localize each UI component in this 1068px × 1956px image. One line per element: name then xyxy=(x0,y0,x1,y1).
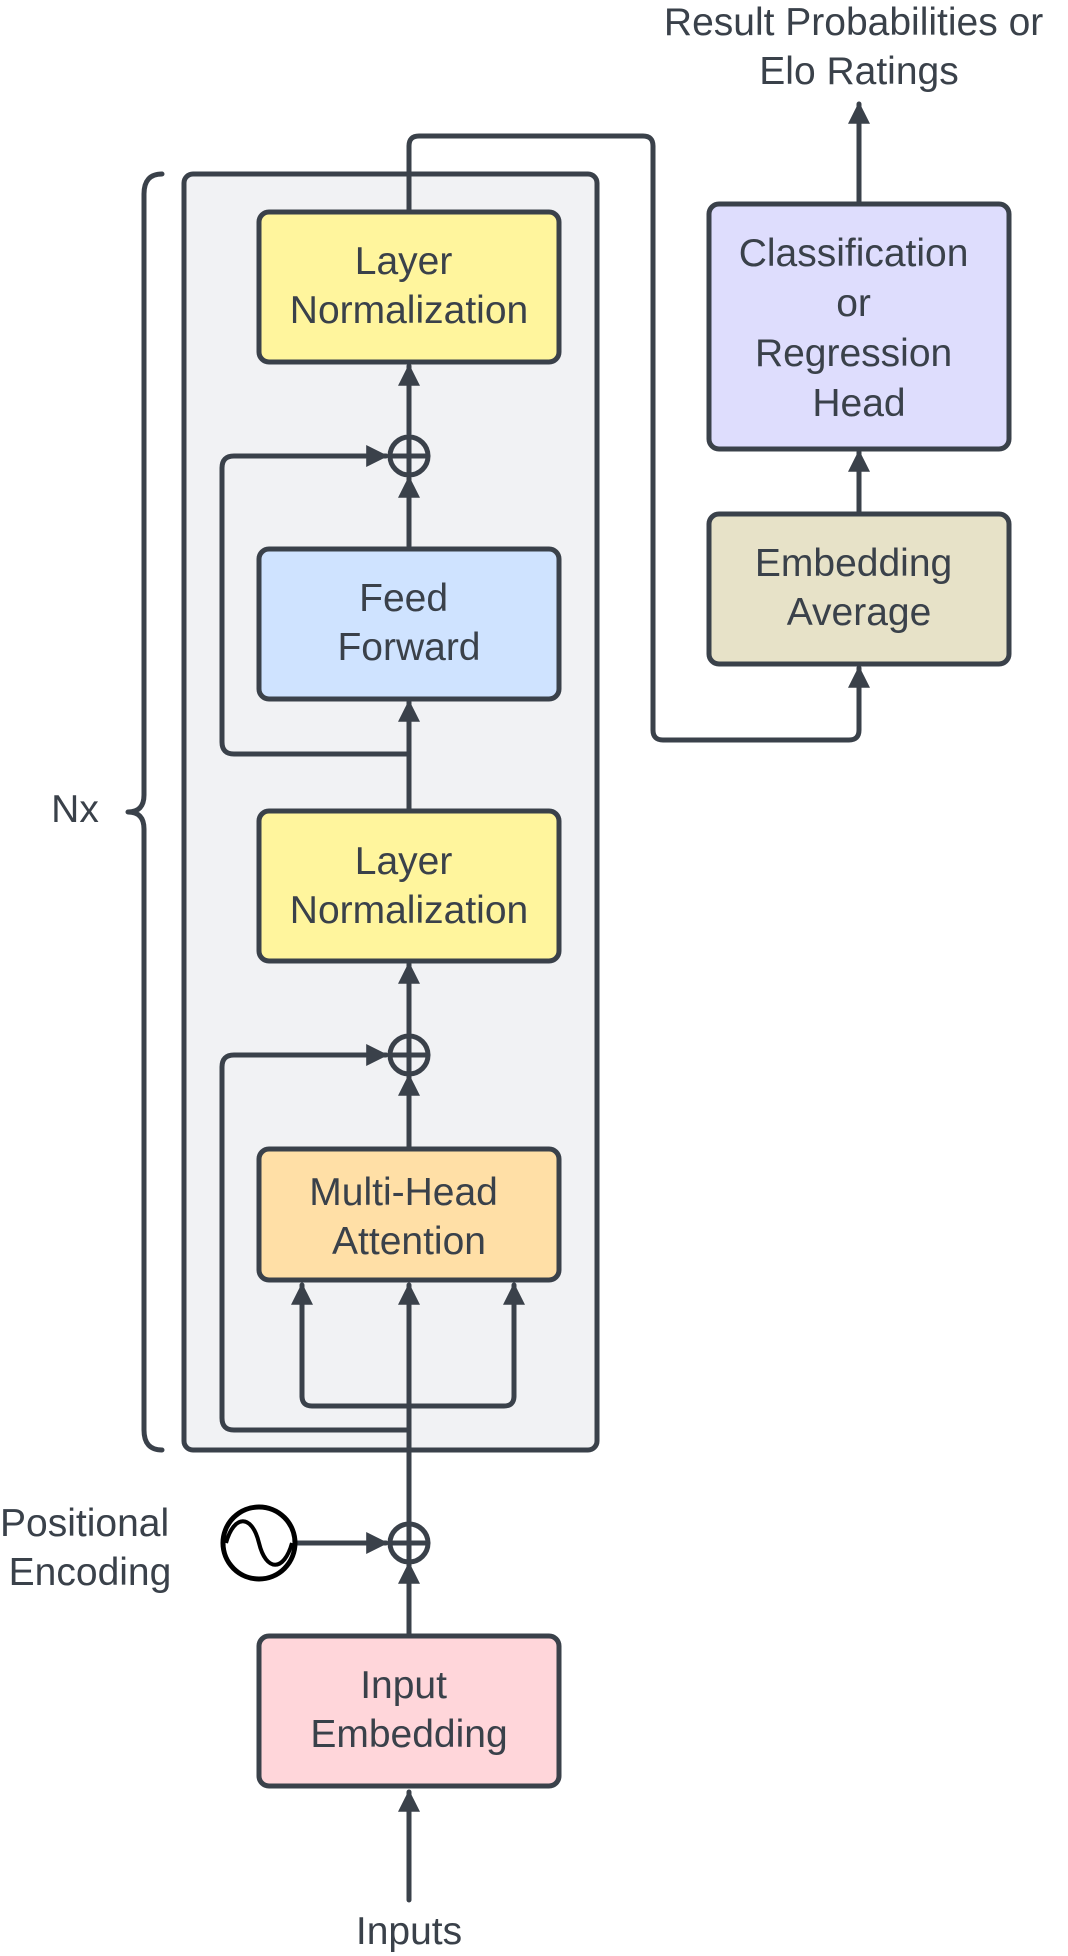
layer-normalization-middle xyxy=(256,808,562,964)
multi-head-attention xyxy=(256,1146,562,1283)
feed-forward-label: Feed Forward xyxy=(337,577,480,669)
attention-input-key-arrow xyxy=(406,1282,526,1409)
repeat-label: Nx xyxy=(51,788,99,831)
layer-normalization-top-label: Layer Normalization xyxy=(290,240,528,332)
multi-head-attention-label: Multi-Head Attention xyxy=(309,1171,508,1263)
input-embedding-label: Input Embedding xyxy=(310,1664,507,1756)
inputs-label: Inputs xyxy=(356,1910,462,1953)
add-node-top xyxy=(387,434,431,478)
residual-connection-1 xyxy=(219,1043,412,1433)
repeat-brace xyxy=(125,171,165,1453)
layer-normalization-top xyxy=(256,209,562,365)
residual-connection-2 xyxy=(219,444,412,757)
embedding-average xyxy=(706,511,1012,667)
classification-regression-head-label: Classification or Regression Head xyxy=(739,232,980,425)
encoder-output-connector xyxy=(406,133,871,743)
input-embedding xyxy=(256,1633,562,1789)
embedding-average-label: Embedding Average xyxy=(755,542,963,634)
sine-wave-icon xyxy=(220,1504,298,1582)
layer-normalization-middle-label: Layer Normalization xyxy=(290,840,528,932)
classification-regression-head xyxy=(706,201,1012,452)
add-node-positional xyxy=(387,1521,431,1565)
output-label: Result Probabilities or Elo Ratings xyxy=(664,1,1054,93)
attention-input-query-arrow xyxy=(290,1282,412,1409)
add-node-middle xyxy=(387,1033,431,1077)
feed-forward xyxy=(256,546,562,702)
positional-encoding-label: Positional Encoding xyxy=(0,1502,180,1594)
